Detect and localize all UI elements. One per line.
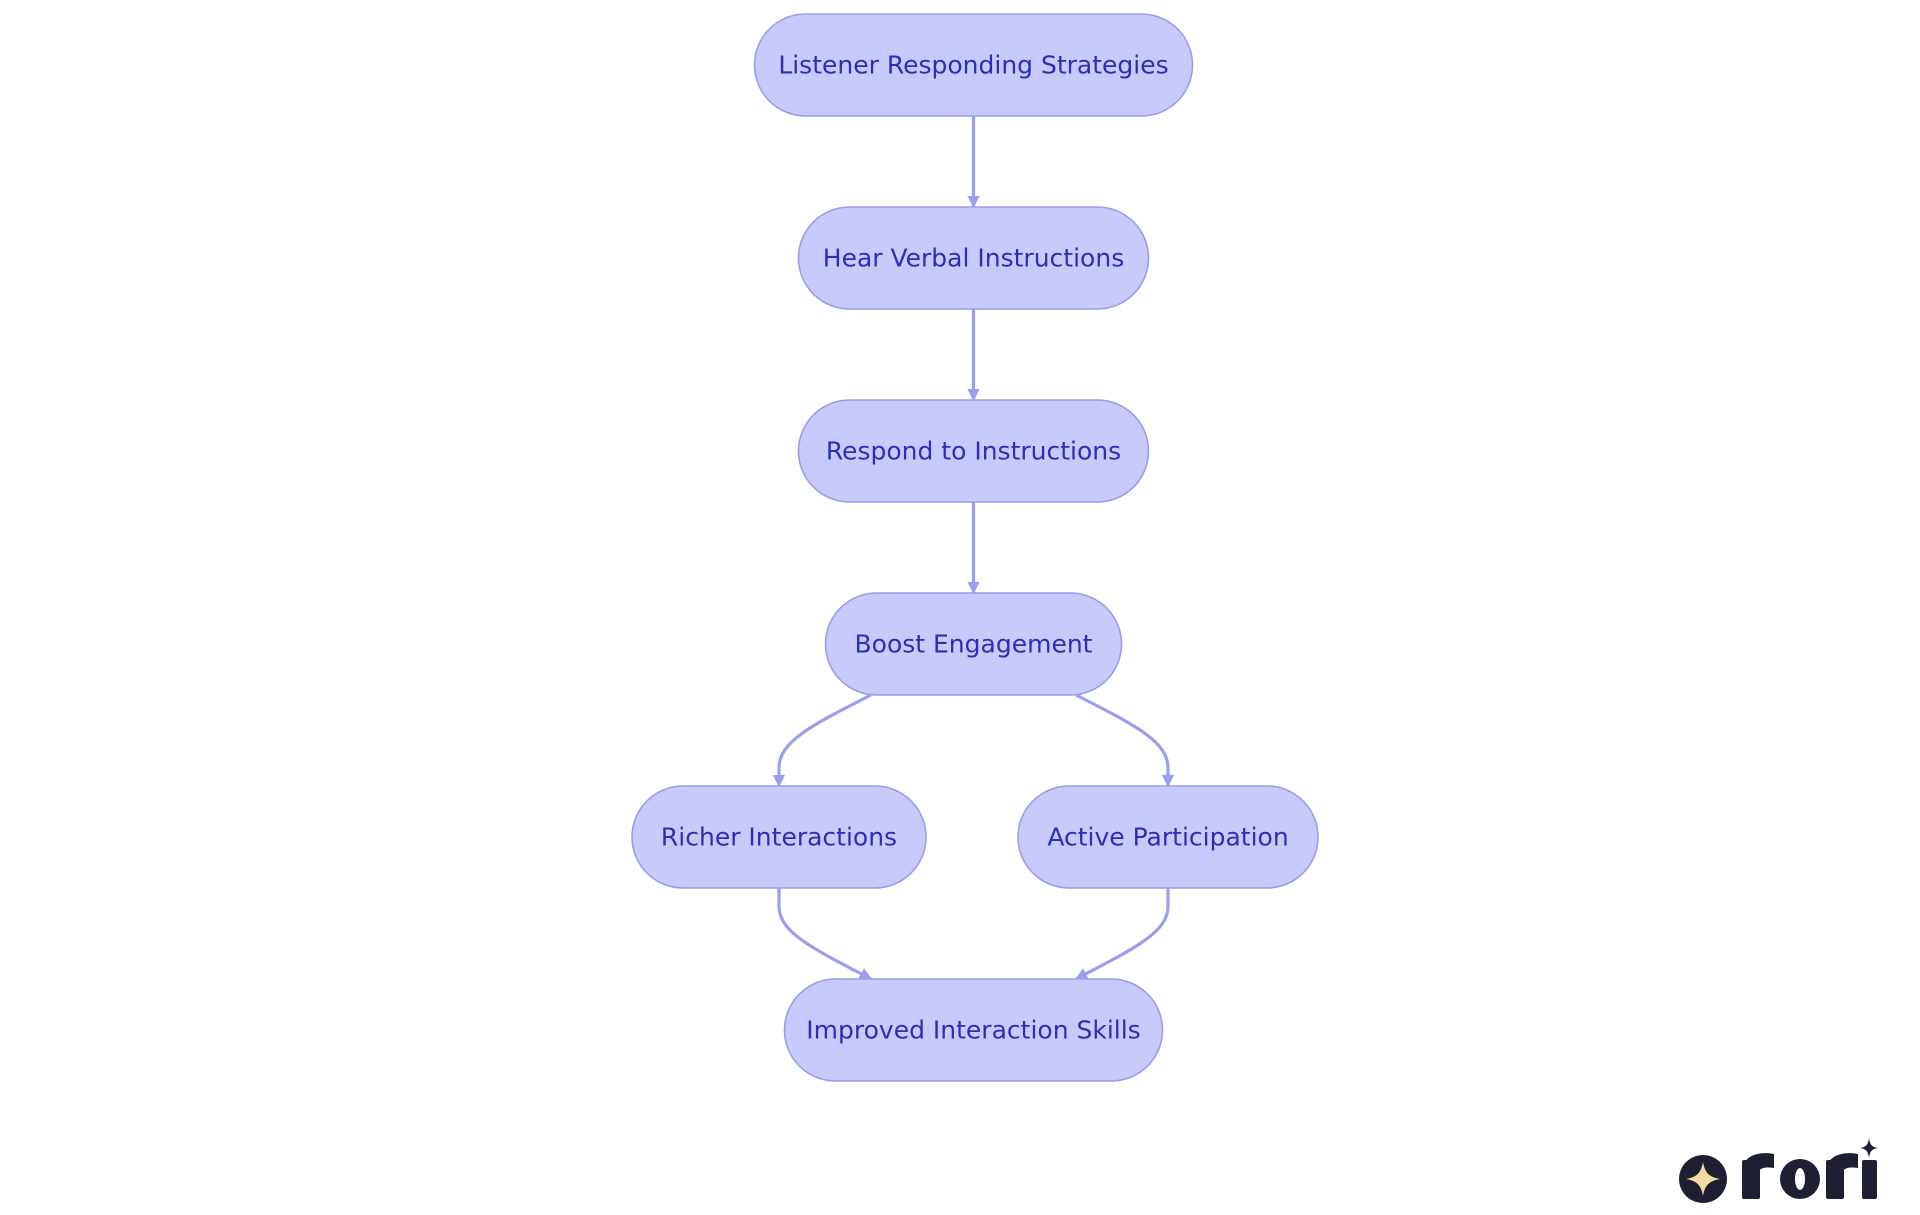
node-improved: Improved Interaction Skills	[783, 978, 1164, 1082]
node-box	[631, 785, 927, 889]
node-box	[797, 206, 1150, 310]
node-hear: Hear Verbal Instructions	[797, 206, 1150, 310]
edge-boost-to-richer	[772, 693, 872, 788]
node-label: Active Participation	[1047, 823, 1288, 852]
edges	[772, 116, 1175, 981]
node-label: Respond to Instructions	[826, 437, 1121, 466]
node-label: Richer Interactions	[661, 823, 897, 852]
sparkle-star-icon	[1679, 1155, 1727, 1203]
logo-wordmark	[1742, 1138, 1878, 1199]
node-listener: Listener Responding Strategies	[753, 13, 1194, 117]
node-label: Boost Engagement	[855, 630, 1093, 659]
node-box	[797, 399, 1150, 503]
edge-richer-to-improved	[777, 888, 873, 981]
node-box	[783, 978, 1164, 1082]
node-respond: Respond to Instructions	[797, 399, 1150, 503]
rori-logo	[1679, 1138, 1878, 1203]
node-box	[1017, 785, 1319, 889]
edge-boost-to-active	[1075, 693, 1175, 788]
node-label: Hear Verbal Instructions	[823, 244, 1124, 273]
node-label: Improved Interaction Skills	[806, 1016, 1140, 1045]
edge-active-to-improved	[1074, 888, 1170, 981]
node-boost: Boost Engagement	[824, 592, 1123, 696]
node-box	[824, 592, 1123, 696]
node-richer: Richer Interactions	[631, 785, 927, 889]
node-box	[753, 13, 1194, 117]
node-active: Active Participation	[1017, 785, 1319, 889]
node-label: Listener Responding Strategies	[778, 51, 1168, 80]
